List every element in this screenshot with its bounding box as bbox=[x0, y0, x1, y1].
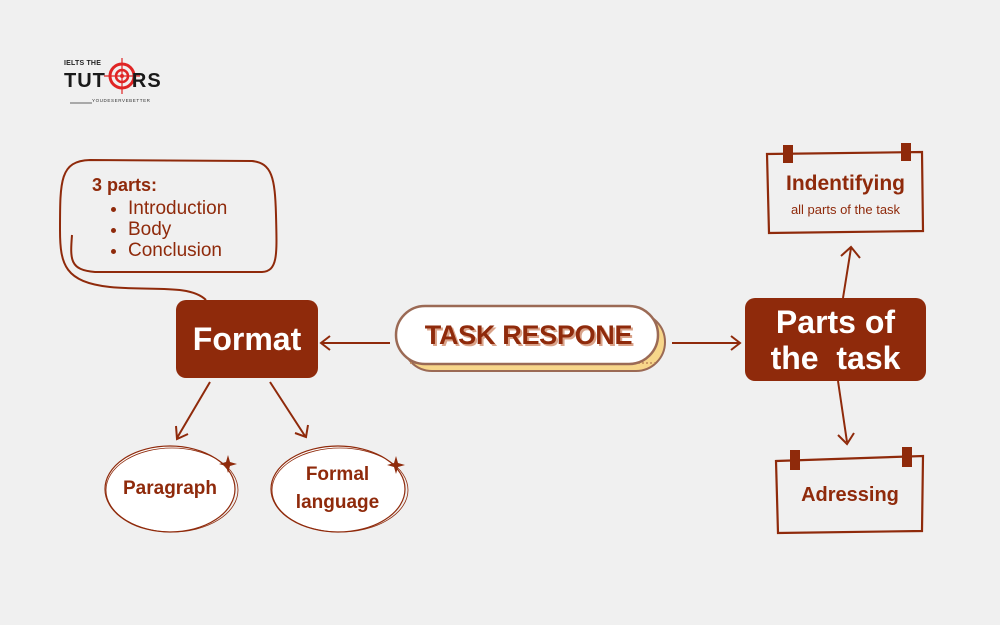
logo-tagline: YOUDESERVEBETTER bbox=[92, 98, 151, 103]
center-node: TASK RESPONE bbox=[396, 305, 661, 365]
arrow-to-formal-language bbox=[269, 381, 309, 439]
arrow-to-adressing bbox=[837, 380, 855, 446]
format-node: Format bbox=[176, 300, 318, 378]
note-list: Introduction Body Conclusion bbox=[92, 198, 227, 261]
formal-label-line1: Formal bbox=[305, 464, 370, 485]
adressing-node: Adressing bbox=[775, 460, 925, 530]
adressing-title: Adressing bbox=[801, 483, 899, 506]
arrow-to-parts bbox=[672, 335, 742, 351]
paragraph-label: Paragraph bbox=[123, 478, 217, 499]
arrow-to-paragraph bbox=[175, 381, 211, 441]
center-label: TASK RESPONE bbox=[424, 319, 633, 350]
identifying-subtitle: all parts of the task bbox=[790, 202, 901, 217]
arrow-to-identifying bbox=[840, 245, 861, 299]
parts-label-line1: Parts of bbox=[775, 303, 896, 340]
note-item: Introduction bbox=[128, 198, 227, 219]
parts-node: Parts of the task bbox=[745, 298, 926, 381]
formal-label-line2: language bbox=[295, 492, 380, 513]
identifying-node: Indentifying all parts of the task bbox=[768, 158, 923, 231]
arrow-to-format bbox=[319, 335, 390, 351]
note-heading: 3 parts: bbox=[92, 175, 158, 195]
identifying-title: Indentifying bbox=[786, 172, 905, 195]
format-label: Format bbox=[192, 320, 302, 357]
note-item: Conclusion bbox=[128, 240, 227, 261]
parts-label-line2: the task bbox=[770, 339, 901, 376]
note-item: Body bbox=[128, 219, 227, 240]
paragraph-node: Paragraph bbox=[105, 447, 235, 531]
formal-language-node: Formal language bbox=[270, 447, 405, 531]
logo-top-text: IELTS THE bbox=[64, 60, 102, 67]
format-note: 3 parts: Introduction Body Conclusion bbox=[92, 175, 227, 261]
